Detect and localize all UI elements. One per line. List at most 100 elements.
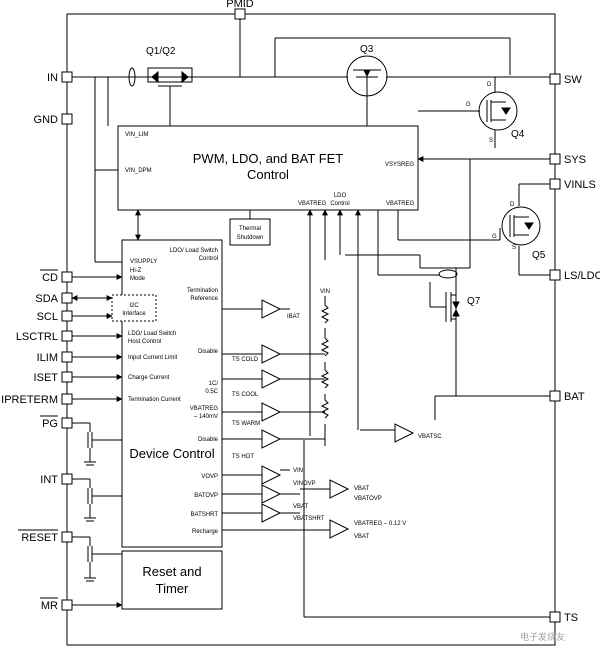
thermal-line1: Thermal <box>239 226 261 232</box>
thermal-line2: Shutdown <box>237 235 264 241</box>
dev-disable-1: Disable <box>198 349 219 355</box>
dev-host-1: LDO/ Load Switch <box>128 331 176 337</box>
pin-sys-box <box>549 153 561 165</box>
dev-term-ref-2: Reference <box>190 296 218 302</box>
q1q2-fets <box>147 67 193 87</box>
pwm-vbatreg-r: VBATREG <box>386 201 415 207</box>
dev-vbatreg-2: – 140mV <box>194 414 218 420</box>
q5-source-mark: S <box>512 245 516 251</box>
cmp-vbat-b: VBAT <box>354 534 370 540</box>
vin-ladder-label: VIN <box>320 289 330 295</box>
q4-fet <box>478 91 518 131</box>
dev-vbatreg-1: VBATREG <box>190 406 219 412</box>
pin-mr-label: MR <box>41 600 58 612</box>
dev-vovp: VOVP <box>201 474 218 480</box>
current-sense-in <box>128 67 136 87</box>
pin-sys-label: SYS <box>564 154 586 166</box>
chip-outline <box>66 13 556 646</box>
q5-fet <box>501 206 541 246</box>
cmp-vbat-c: VBAT <box>293 504 309 510</box>
q4-label: Q4 <box>511 129 525 140</box>
pin-reset-box <box>61 531 73 543</box>
cmp-vin-ovp: VINOVP <box>293 481 316 487</box>
q7-label: Q7 <box>467 296 481 307</box>
pin-iset-box <box>61 371 73 383</box>
pin-sw-label: SW <box>564 74 582 86</box>
pin-lsctrl-label: LSCTRL <box>16 331 58 343</box>
reset-line1: Reset and <box>142 564 201 579</box>
ts-hot-label: TS HOT <box>232 454 254 460</box>
q3-fet <box>346 55 388 97</box>
pin-scl-label: SCL <box>37 311 58 323</box>
q4-source-mark: S <box>489 138 493 144</box>
ts-cool-label: TS COOL <box>232 392 259 398</box>
dev-charge-current: Charge Current <box>128 375 170 381</box>
pin-bat-box <box>549 390 561 402</box>
dev-ldo-switch-1: LDO/ Load Switch <box>170 248 218 254</box>
pin-ilim-label: ILIM <box>37 352 58 364</box>
pwm-ldo-ctrl-1: LDO <box>334 193 347 199</box>
pin-ls-ldo-label: LS/LDO <box>564 270 600 282</box>
dev-1c-1: 1C/ <box>209 381 219 387</box>
dev-batshrt: BATSHRT <box>191 512 219 518</box>
reset-line2: Timer <box>156 581 189 596</box>
q5-label: Q5 <box>532 250 546 261</box>
pin-bat-label: BAT <box>564 391 585 403</box>
i2c-line1: I2C <box>129 303 139 309</box>
pin-gnd-label: GND <box>34 114 59 126</box>
pin-sda-box <box>61 292 73 304</box>
pin-vinls-box <box>549 178 561 190</box>
q4-gate-mark: G <box>466 102 471 108</box>
dev-term-ref-1: Termination <box>187 288 218 294</box>
pin-sda-label: SDA <box>35 293 58 305</box>
pin-ts-label: TS <box>564 612 578 624</box>
dev-hiz-2: Mode <box>130 276 146 282</box>
pin-pg-label: PG <box>42 418 58 430</box>
pin-sw-box <box>549 73 561 85</box>
ts-comparators <box>222 296 330 449</box>
pwm-vin-dpm: VIN_DPM <box>125 168 152 174</box>
pin-int-label: INT <box>40 474 58 486</box>
pin-lsctrl-box <box>61 330 73 342</box>
dev-term-current: Termination Current <box>128 397 181 403</box>
pwm-ldo-batfet-block <box>117 125 419 211</box>
cmp-vbatsc: VBATSC <box>418 434 442 440</box>
cmp-vbat-a: VBAT <box>354 486 370 492</box>
thermal-shutdown-block <box>229 218 271 246</box>
cmp-vbat-shrt: VBATSHRT <box>293 516 325 522</box>
pin-scl-box <box>61 310 73 322</box>
q4-drain-mark: D <box>487 82 492 88</box>
pin-int-box <box>61 473 73 485</box>
dev-input-limit: Input Current Limit <box>128 355 178 361</box>
pwm-vsysreg: VSYSREG <box>385 162 414 168</box>
dev-hiz-1: Hi-Z <box>130 268 142 274</box>
pin-pmid-box <box>234 8 246 20</box>
dev-host-2: Host Control <box>128 339 161 345</box>
pwm-vin-lim: VIN_LIM <box>125 132 148 138</box>
pin-in-label: IN <box>47 72 58 84</box>
q1q2-label: Q1/Q2 <box>146 46 176 57</box>
pin-in-box <box>61 71 73 83</box>
pin-reset-label: RESET <box>21 532 58 544</box>
pin-ilim-box <box>61 351 73 363</box>
pin-pg-box <box>61 417 73 429</box>
watermark: 电子发烧友 <box>520 631 565 642</box>
i2c-interface-box <box>111 294 157 322</box>
dev-1c-2: 0.5C <box>205 389 218 395</box>
pin-pmid-label: PMID <box>226 0 254 10</box>
current-sense-bat <box>438 269 458 279</box>
ts-warm-label: TS WARM <box>232 421 260 427</box>
pwm-block-title-2: Control <box>247 167 289 182</box>
device-control-block <box>121 239 223 548</box>
pwm-ldo-ctrl-2: Control <box>330 201 349 207</box>
pin-ls-ldo-box <box>549 269 561 281</box>
reset-timer-block <box>121 550 223 610</box>
protection-comparators <box>222 423 415 539</box>
q5-drain-mark: D <box>510 202 515 208</box>
dev-disable-2: Disable <box>198 437 219 443</box>
ibat-label: IBAT <box>287 314 300 320</box>
open-drain-outputs <box>72 422 123 608</box>
pin-vinls-label: VINLS <box>564 179 596 191</box>
dev-vsupply: VSUPPLY <box>130 259 157 265</box>
